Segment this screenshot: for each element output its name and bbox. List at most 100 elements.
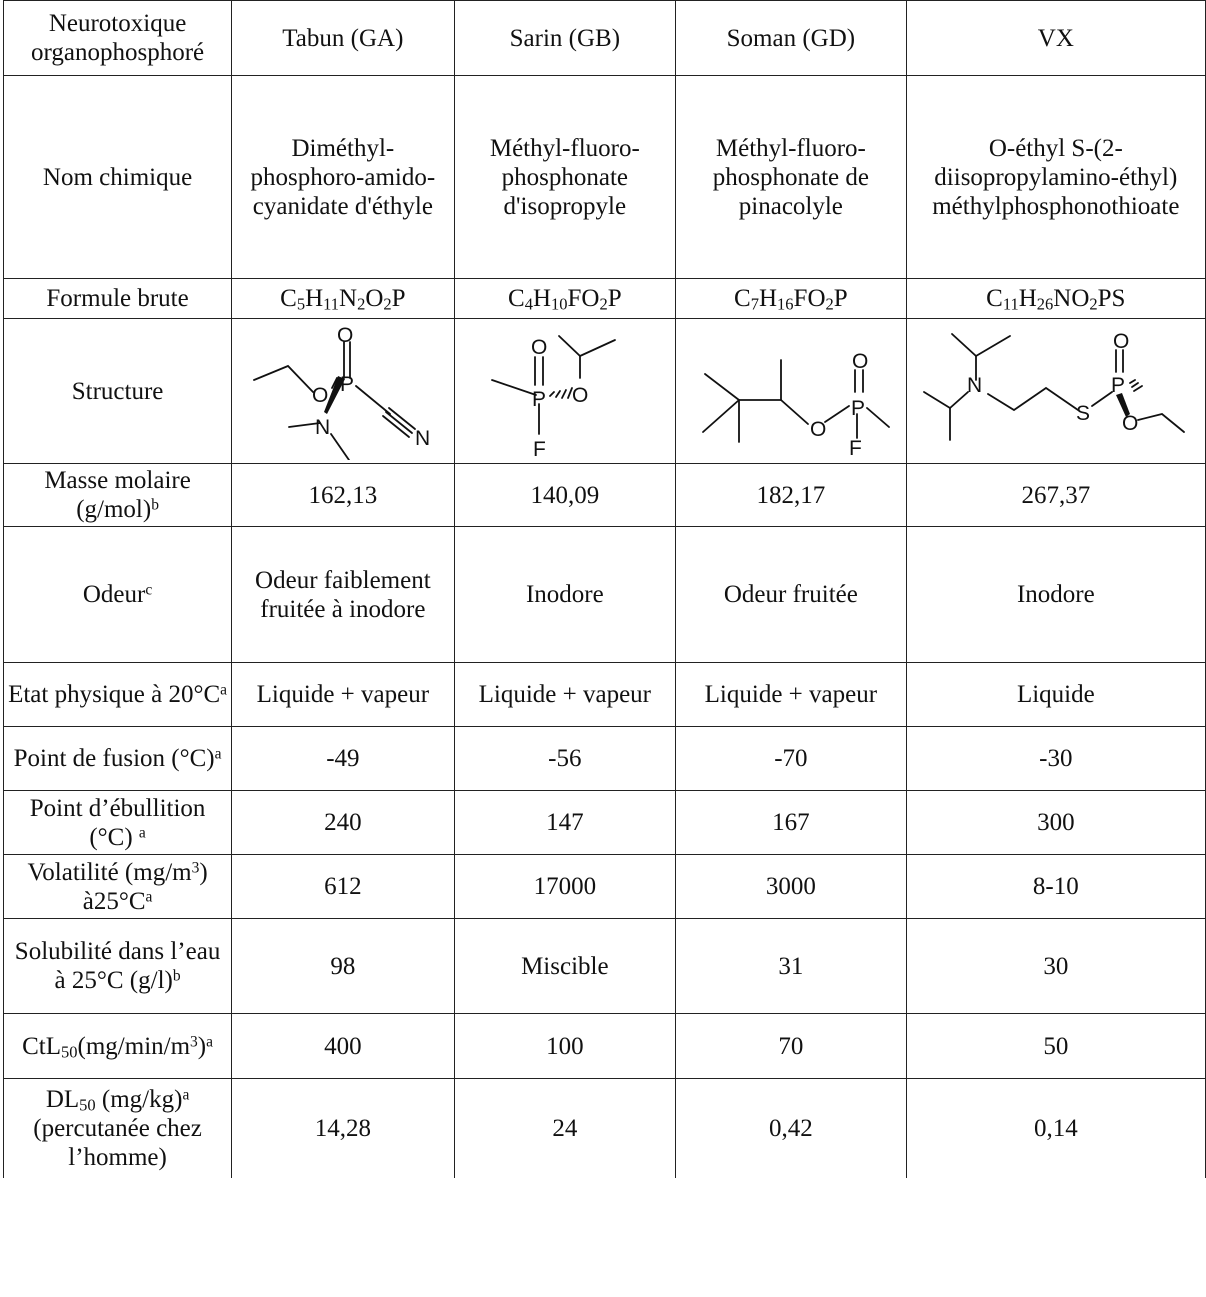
ctl50-soman: 70: [675, 1013, 907, 1079]
ebullition-soman: 167: [675, 790, 907, 855]
formula-element: N: [339, 285, 358, 312]
formula-subscript: 11: [1002, 294, 1019, 314]
volatilite-sarin: 17000: [453, 854, 677, 919]
formula-subscript: 2: [357, 294, 366, 314]
row-etat-physique: Etat physique à 20°Ca Liquide + vapeur L…: [2, 662, 1206, 727]
volatilite-soman: 3000: [675, 854, 907, 919]
formula-element: H: [758, 285, 778, 312]
etat-sarin: Liquide + vapeur: [453, 662, 677, 727]
formule-soman: C7H16FO2P: [675, 278, 907, 319]
formula-subscript: 2: [825, 294, 834, 314]
structure-sarin: O P O F: [453, 318, 677, 464]
row-ctl50: CtL50(mg/min/m3)a 400 100 70 50: [2, 1013, 1206, 1079]
formule-vx: C11H26NO2PS: [905, 278, 1206, 319]
header-label: Neurotoxique organophosphoré: [2, 0, 233, 76]
ebullition-tabun: 240: [231, 790, 455, 855]
formula-element: C: [280, 285, 297, 312]
formule-tabun: C5H11N2O2P: [231, 278, 455, 319]
masse-soman: 182,17: [675, 463, 907, 527]
row-odeur: Odeurc Odeur faiblement fruitée à inodor…: [2, 526, 1206, 663]
formula-subscript: 11: [323, 294, 340, 314]
fusion-sarin: -56: [453, 726, 677, 791]
label-odeur: Odeurc: [2, 526, 233, 663]
formula-element: H: [305, 285, 324, 312]
header-vx: VX: [905, 0, 1206, 76]
dl50-sarin: 24: [453, 1078, 677, 1178]
formule-sarin: C4H10FO2P: [453, 278, 677, 319]
dl50-soman: 0,42: [675, 1078, 907, 1178]
nom-soman: Méthyl-fluoro-phosphonate de pinacolyle: [675, 75, 907, 279]
atom-p: P: [851, 397, 865, 420]
label-point-fusion: Point de fusion (°C)a: [2, 726, 233, 791]
structure-vx: O N S P O: [905, 318, 1206, 464]
atom-p: P: [532, 388, 546, 411]
nom-tabun: Diméthyl-phosphoro-amido-cyanidate d'éth…: [231, 75, 455, 279]
formula-element: C: [734, 285, 751, 312]
row-formule-brute: Formule brute C5H11N2O2P C4H10FO2P C7H16…: [2, 278, 1206, 319]
atom-o: O: [1113, 330, 1129, 353]
formula-subscript: 26: [1036, 294, 1054, 314]
etat-tabun: Liquide + vapeur: [231, 662, 455, 727]
properties-table: Neurotoxique organophosphoré Tabun (GA) …: [2, 0, 1206, 1178]
formula-element: H: [1018, 285, 1037, 312]
atom-o: O: [337, 324, 353, 347]
row-solubilite: Solubilité dans l’eau à 25°C (g/l)b 98 M…: [2, 918, 1206, 1014]
atom-n: N: [967, 374, 982, 397]
label-formule-brute: Formule brute: [2, 278, 233, 319]
formula-element: C: [986, 285, 1003, 312]
masse-tabun: 162,13: [231, 463, 455, 527]
formula-subscript: 10: [551, 294, 568, 314]
atom-s: S: [1076, 402, 1090, 425]
row-dl50: DL50 (mg/kg)a(percutanée chez l’homme) 1…: [2, 1078, 1206, 1178]
atom-o: O: [531, 336, 547, 359]
formula-element: O: [365, 285, 384, 312]
structure-tabun: O O P N N: [231, 318, 455, 464]
label-ctl50: CtL50(mg/min/m3)a: [2, 1013, 233, 1079]
row-point-fusion: Point de fusion (°C)a -49 -56 -70 -30: [2, 726, 1206, 791]
odeur-soman: Odeur fruitée: [675, 526, 907, 663]
formula-element: NO: [1053, 285, 1090, 312]
label-dl50: DL50 (mg/kg)a(percutanée chez l’homme): [2, 1078, 233, 1178]
atom-o: O: [1122, 412, 1138, 435]
solubilite-vx: 30: [905, 918, 1206, 1014]
ctl50-sarin: 100: [453, 1013, 677, 1079]
sarin-structure: O P O F: [491, 335, 617, 460]
formula-element: P: [607, 285, 622, 312]
header-soman: Soman (GD): [675, 0, 907, 76]
atom-p: P: [1111, 374, 1125, 397]
atom-o: O: [312, 384, 328, 407]
etat-vx: Liquide: [905, 662, 1206, 727]
row-volatilite: Volatilité (mg/m3) à25°Ca 612 17000 3000…: [2, 854, 1206, 919]
atom-o: O: [852, 350, 868, 373]
formula-subscript: 7: [750, 294, 759, 314]
formula-element: PS: [1097, 285, 1126, 312]
formula-element: P: [833, 285, 848, 312]
label-solubilite: Solubilité dans l’eau à 25°C (g/l)b: [2, 918, 233, 1014]
formula-element: P: [391, 285, 406, 312]
formula-element: H: [532, 285, 552, 312]
structure-soman: O O P F: [675, 318, 907, 464]
atom-f: F: [849, 437, 862, 460]
ctl50-tabun: 400: [231, 1013, 455, 1079]
atom-n: N: [315, 416, 330, 439]
dl50-tabun: 14,28: [231, 1078, 455, 1178]
formula-subscript: 2: [599, 294, 608, 314]
atom-o: O: [572, 384, 588, 407]
ebullition-vx: 300: [905, 790, 1206, 855]
ctl50-vx: 50: [905, 1013, 1206, 1079]
label-nom-chimique: Nom chimique: [2, 75, 233, 279]
solubilite-soman: 31: [675, 918, 907, 1014]
row-structure: Structure O O P N: [2, 318, 1206, 464]
nom-sarin: Méthyl-fluoro-phosphonate d'isopropyle: [453, 75, 677, 279]
tabun-structure: O O P N N: [253, 324, 431, 460]
odeur-vx: Inodore: [905, 526, 1206, 663]
label-structure: Structure: [2, 318, 233, 464]
solubilite-tabun: 98: [231, 918, 455, 1014]
header-row: Neurotoxique organophosphoré Tabun (GA) …: [2, 0, 1206, 76]
formula-subscript: 4: [524, 294, 533, 314]
etat-soman: Liquide + vapeur: [675, 662, 907, 727]
fusion-soman: -70: [675, 726, 907, 791]
label-point-ebullition: Point d’ébullition (°C) a: [2, 790, 233, 855]
row-masse-molaire: Masse molaire (g/mol)b 162,13 140,09 182…: [2, 463, 1206, 527]
vx-structure: O N S P O: [922, 330, 1185, 441]
